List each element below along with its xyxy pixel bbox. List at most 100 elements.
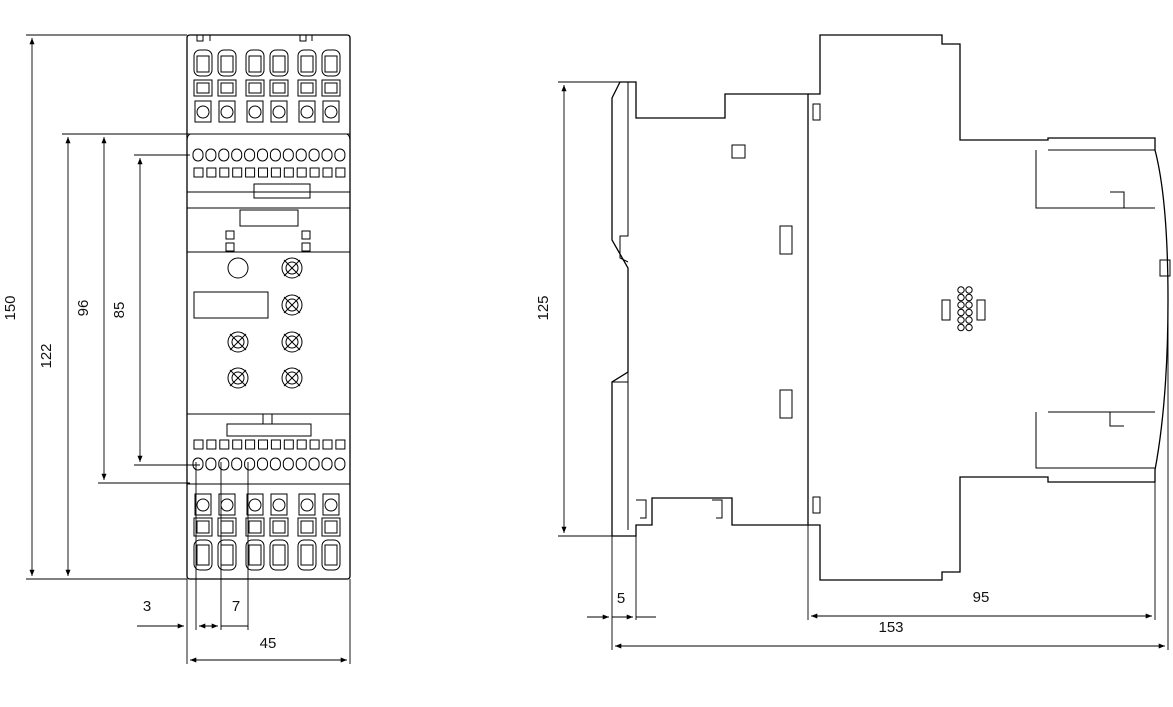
screw-terminal [270, 493, 288, 516]
dim-5-label: 5 [617, 590, 625, 607]
spring-clamp [257, 148, 268, 162]
screw-head [248, 105, 262, 119]
dim-96-label: 96 [75, 300, 92, 317]
screw-terminal [270, 100, 288, 123]
vent-hole [957, 301, 965, 309]
screw-terminal [217, 517, 237, 537]
screw-terminal [298, 100, 316, 123]
side-feet [636, 499, 723, 519]
spring-release [335, 439, 346, 450]
vent-hole [957, 323, 965, 332]
vent-hole [957, 316, 965, 324]
side-outline [611, 81, 809, 537]
side-notch-top [812, 103, 821, 121]
spring-release [296, 439, 307, 450]
screw-terminal-inner [196, 544, 210, 566]
spring-clamp [295, 148, 307, 162]
screw-terminal-inner [272, 520, 286, 534]
spring-clamp [282, 148, 294, 162]
screw-head [272, 498, 286, 512]
screw-terminal [322, 100, 340, 123]
side-upper-body [808, 34, 1169, 581]
screw-terminal-inner [196, 82, 210, 94]
screw-terminal [218, 100, 236, 123]
screw-head [324, 498, 338, 512]
spring-release [270, 167, 281, 178]
side-vent-pattern [941, 286, 986, 332]
screw-terminal [245, 49, 265, 77]
spring-release [219, 439, 230, 450]
screw-terminal [245, 539, 265, 571]
potentiometer [227, 367, 249, 389]
spring-clamp [218, 457, 230, 471]
spring-release [193, 167, 204, 178]
spring-clamp [205, 148, 217, 162]
cover-square-2 [225, 242, 235, 252]
screw-terminal-inner [324, 82, 338, 94]
upper-spring-block [186, 133, 351, 193]
potentiometer-mark [229, 333, 247, 351]
screw-terminal [269, 79, 289, 97]
spring-release [296, 167, 307, 178]
screw-head [300, 105, 314, 119]
potentiometer [281, 294, 303, 316]
screw-terminal [321, 49, 341, 77]
vent-slot [941, 299, 951, 321]
spring-clamp [321, 148, 333, 162]
screw-terminal [194, 493, 212, 516]
screw-head [248, 498, 262, 512]
screw-terminal-inner [248, 55, 262, 73]
screw-terminal-inner [248, 520, 262, 534]
dim-125-label: 125 [535, 295, 552, 320]
potentiometer [281, 331, 303, 353]
led-indicator [227, 257, 249, 279]
screw-terminal-inner [272, 544, 286, 566]
screw-terminal-inner [300, 82, 314, 94]
spring-release [309, 439, 320, 450]
screw-head [324, 105, 338, 119]
screw-head [272, 105, 286, 119]
screw-terminal [321, 517, 341, 537]
side-terminal-upper [1035, 149, 1155, 209]
screw-terminal [298, 493, 316, 516]
spring-clamp [269, 457, 281, 471]
lower-label-tab [226, 423, 312, 437]
adjustment-potentiometers [227, 257, 303, 389]
dim-95-label: 95 [973, 589, 990, 606]
screw-terminal [245, 79, 265, 97]
cover-slot [239, 209, 299, 227]
spring-release [322, 167, 333, 178]
front-view [186, 34, 351, 580]
spring-clamp [295, 457, 307, 471]
top-notches [196, 35, 313, 42]
spring-clamp [334, 148, 346, 162]
potentiometer-inner [285, 298, 299, 312]
spring-clamp [321, 457, 333, 471]
vent-slot [976, 299, 986, 321]
vent-hole [965, 301, 973, 309]
spring-clamp [192, 457, 204, 471]
spring-release [245, 439, 256, 450]
front-dimensions: 150 122 96 85 3 7 45 [2, 34, 351, 664]
potentiometer-mark [283, 369, 301, 387]
screw-terminal-inner [324, 520, 338, 534]
spring-release [219, 167, 230, 178]
vent-hole [957, 308, 965, 317]
screw-terminal [193, 79, 213, 97]
side-slot-upper [779, 225, 793, 255]
screw-terminal [246, 493, 264, 516]
vent-hole [965, 323, 973, 332]
screw-terminal [193, 517, 213, 537]
screw-terminal [297, 539, 317, 571]
screw-terminal [321, 79, 341, 97]
screw-terminal-inner [300, 55, 314, 73]
screw-terminal-inner [248, 544, 262, 566]
potentiometer-mark [283, 259, 301, 277]
potentiometer-inner [231, 371, 245, 385]
screw-terminal [321, 539, 341, 571]
dim-7-label: 7 [232, 598, 240, 615]
spring-release [335, 167, 346, 178]
vent-hole [965, 286, 973, 294]
screw-terminal-inner [196, 55, 210, 73]
vent-hole [965, 293, 973, 302]
